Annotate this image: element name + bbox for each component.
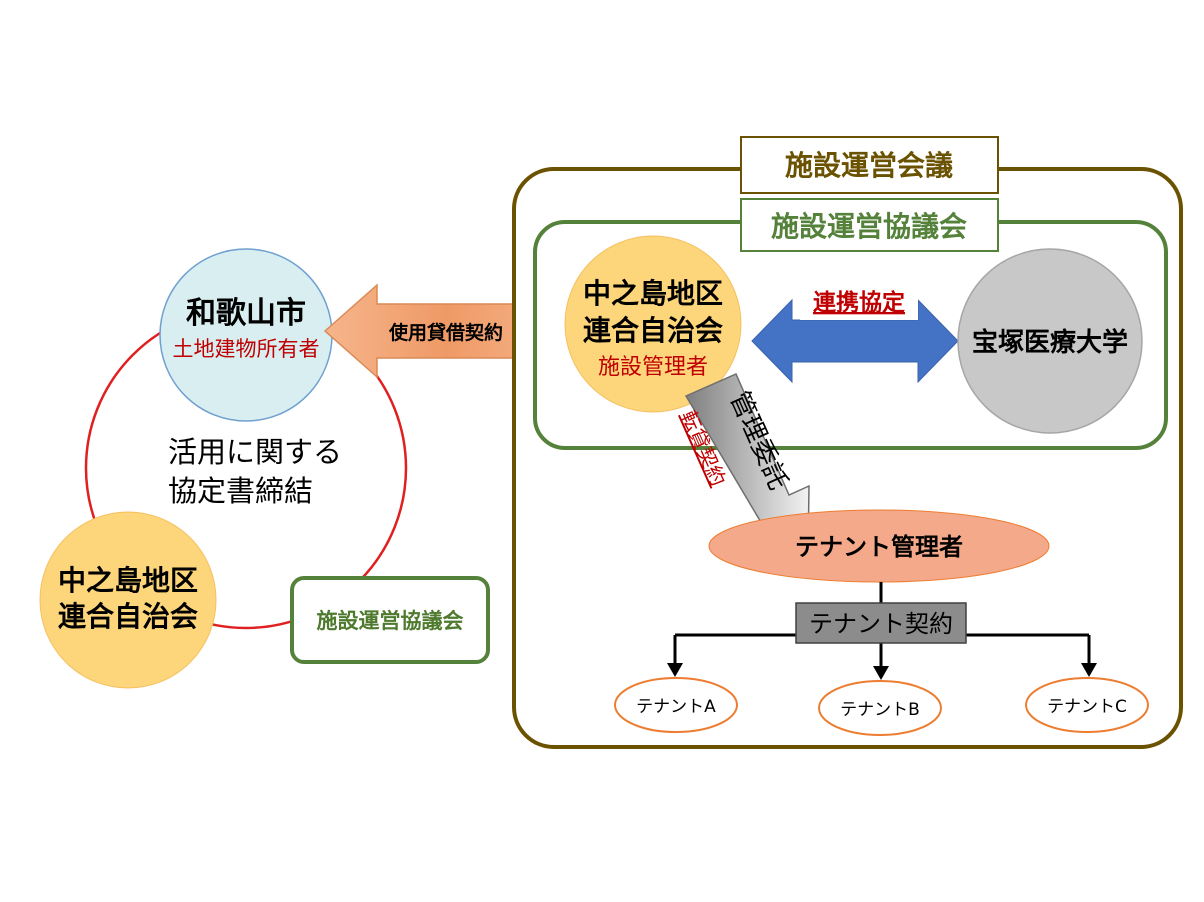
- meeting-title-box: [740, 136, 999, 194]
- university-circle: [957, 248, 1143, 434]
- university-name: 宝塚医療大学: [972, 327, 1128, 358]
- tenant-contract-box: [795, 602, 967, 644]
- association-line-1: 中之島地区: [58, 564, 198, 597]
- tenant-manager-label: テナント管理者: [795, 533, 963, 561]
- city-circle: [159, 248, 333, 422]
- manager-line-2: 連合自治会: [583, 314, 723, 347]
- tenant-b-arrowhead: [873, 666, 889, 680]
- tenant-a-ellipse: [614, 677, 738, 733]
- left-council-box: [290, 576, 490, 664]
- manager-role: 施設管理者: [598, 355, 708, 380]
- tenant-a-arrowhead: [667, 663, 683, 677]
- association-line-2: 連合自治会: [58, 600, 198, 633]
- association-circle: [39, 511, 217, 689]
- left-council-label: 施設運営協議会: [317, 609, 464, 633]
- partnership-label-bg: [800, 284, 918, 320]
- agreement-line-2: 協定書締結: [168, 474, 313, 508]
- agreement-line-1: 活用に関する: [168, 435, 342, 469]
- city-role: 土地建物所有者: [173, 337, 320, 361]
- council-title: 施設運営協議会: [771, 210, 967, 243]
- tenant-b-label: テナントB: [840, 700, 920, 720]
- manager-circle: [564, 235, 742, 413]
- partnership-label: 連携協定: [813, 289, 905, 316]
- tenant-manager-ellipse: [708, 509, 1050, 583]
- meeting-title: 施設運営会議: [785, 149, 953, 182]
- city-name: 和歌山市: [186, 296, 306, 331]
- manager-line-1: 中之島地区: [583, 277, 723, 310]
- tenant-b-ellipse: [818, 680, 942, 736]
- tenant-c-label: テナントC: [1047, 697, 1127, 717]
- tenant-c-ellipse: [1025, 677, 1149, 733]
- lease-arrow-label: 使用貸借契約: [388, 321, 503, 344]
- tenant-a-label: テナントA: [636, 697, 716, 717]
- council-title-box: [740, 198, 999, 252]
- tenant-c-arrowhead: [1081, 663, 1097, 677]
- tenant-contract-label: テナント契約: [809, 610, 953, 638]
